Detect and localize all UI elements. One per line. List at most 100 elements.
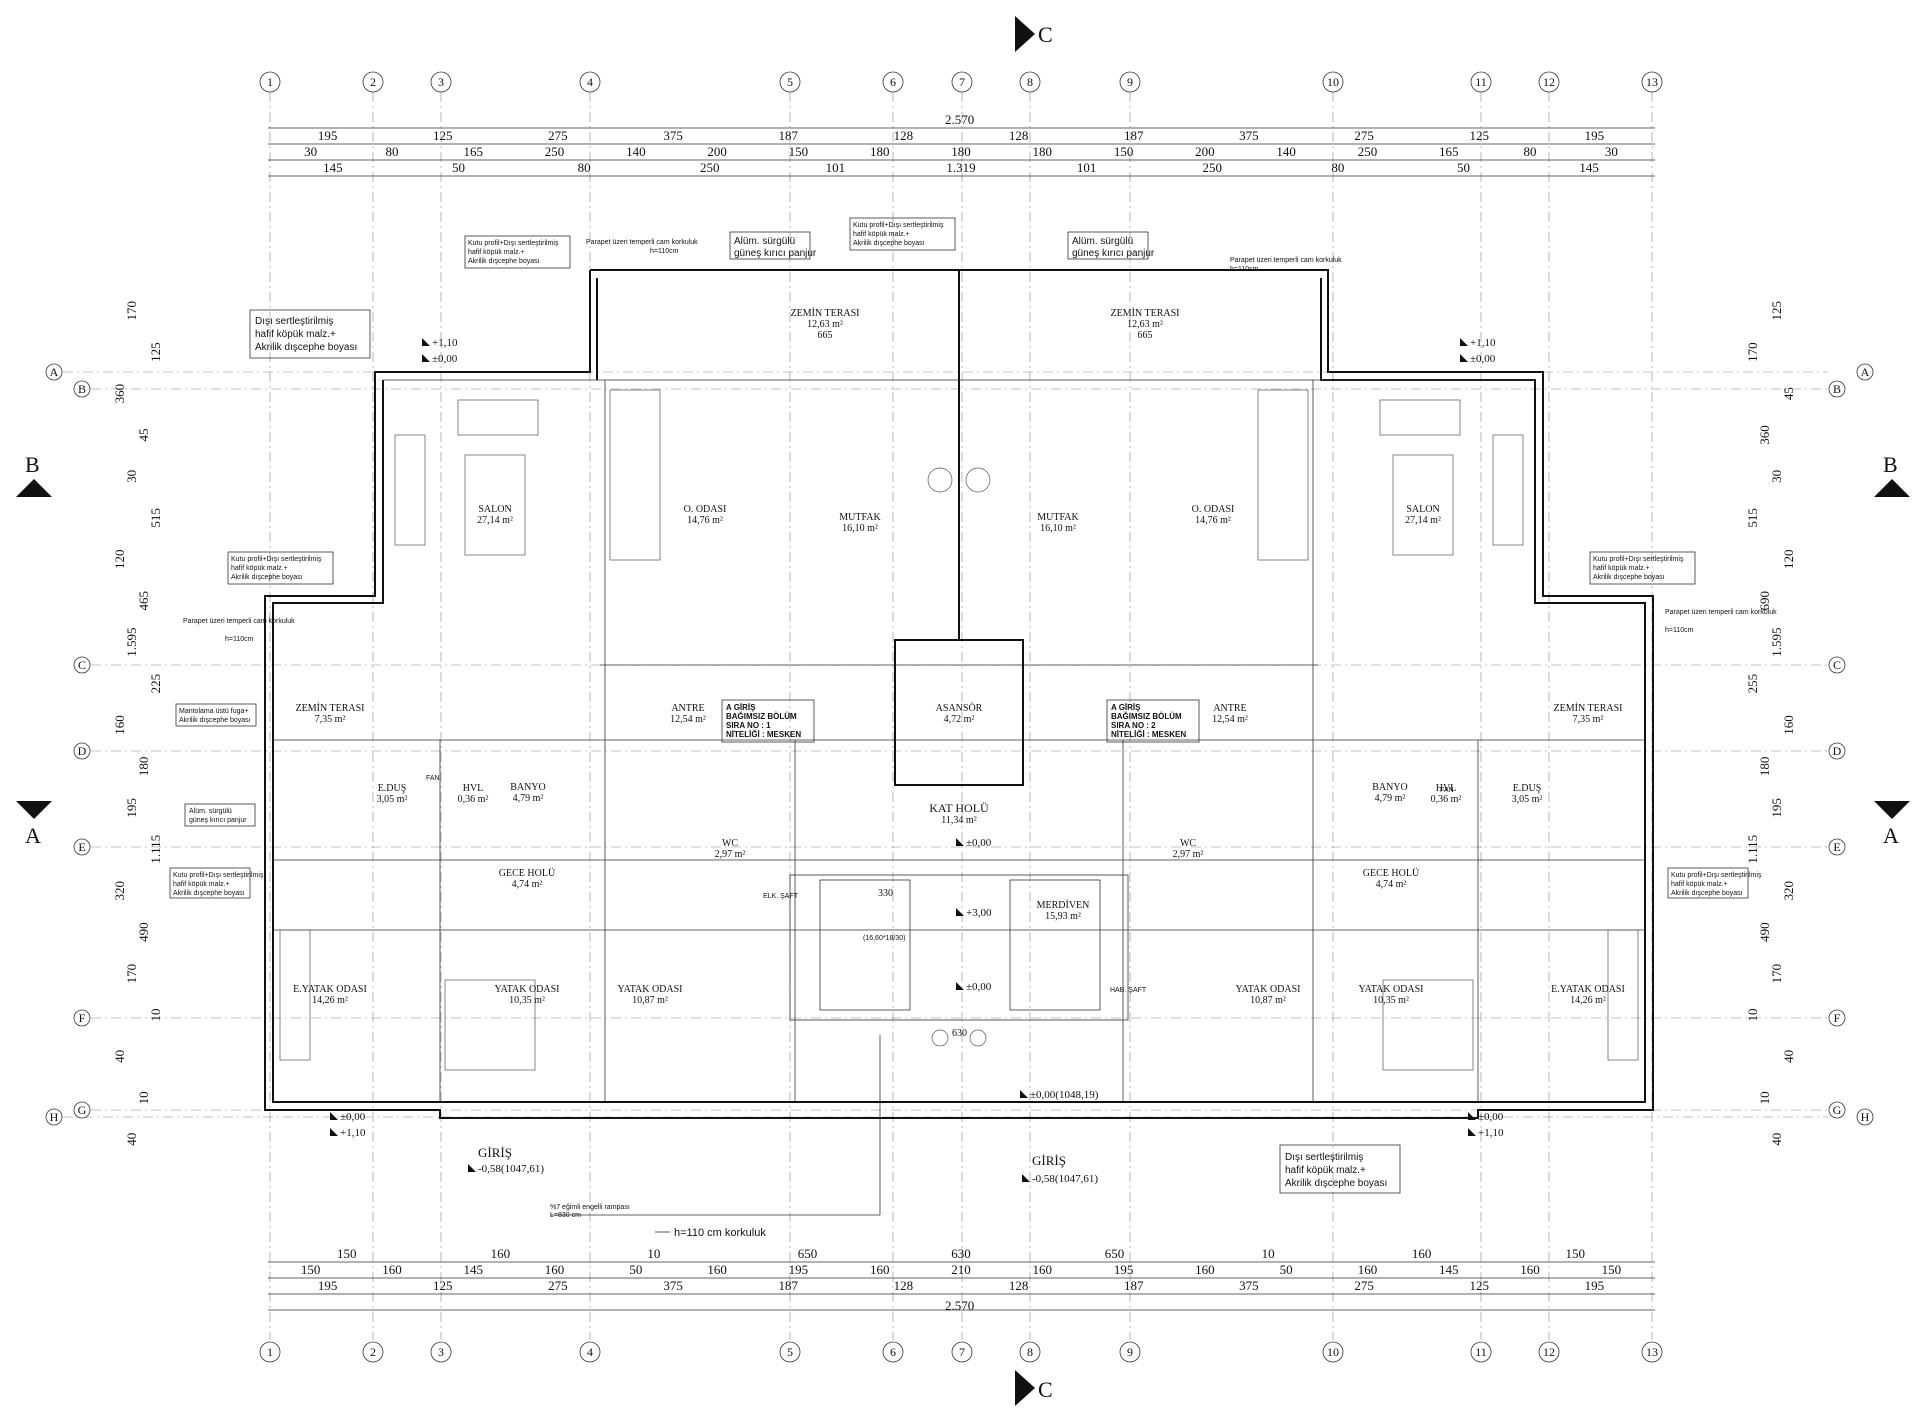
svg-text:630: 630 xyxy=(952,1028,967,1039)
axis-bubble-top-13 xyxy=(1641,71,1663,93)
level-label-1: +1,10 xyxy=(432,337,458,349)
svg-text:hafif köpük malz.+: hafif köpük malz.+ xyxy=(853,231,910,238)
section-marker-a-right xyxy=(1874,801,1910,819)
svg-text:Akrilik dışcephe boyası: Akrilik dışcephe boyası xyxy=(1671,890,1743,897)
dim-right-16: 170 xyxy=(1769,964,1784,984)
svg-text:SIRA NO : 1: SIRA NO : 1 xyxy=(726,721,771,730)
svg-text:A GİRİŞ: A GİRİŞ xyxy=(726,703,756,712)
axis-label-right-H: H xyxy=(1861,1110,1870,1124)
level-symbol-2 xyxy=(1460,354,1468,362)
svg-text:ELK. ŞAFT: ELK. ŞAFT xyxy=(763,893,799,900)
dim-top-r1-9: 275 xyxy=(1354,128,1374,143)
dim-top-r2-6: 150 xyxy=(789,144,809,159)
room-area-20: 2,97 m² xyxy=(715,849,746,860)
dim-top-r2-4: 140 xyxy=(626,144,646,159)
dim-bot-r1-4: 630 xyxy=(951,1246,971,1261)
dim-bot-r2-14: 145 xyxy=(1439,1262,1459,1277)
dim-top-r3-4: 101 xyxy=(826,160,846,175)
axis-label-top-11: 11 xyxy=(1475,75,1487,89)
dim-top-r2-5: 200 xyxy=(707,144,727,159)
svg-text:hafif köpük malz.+: hafif köpük malz.+ xyxy=(1671,881,1728,888)
axis-bubble-left-E xyxy=(73,838,91,856)
svg-text:Kutu profil+Dışı sertleştirilm: Kutu profil+Dışı sertleştirilmiş xyxy=(173,872,264,879)
dim-top-r1-2: 275 xyxy=(548,128,568,143)
dim-bot-r3-8: 375 xyxy=(1239,1278,1259,1293)
axis-label-right-C: C xyxy=(1833,658,1841,672)
axis-label-left-D: D xyxy=(78,744,87,758)
axis-bubble-top-5 xyxy=(779,71,801,93)
axis-bubble-right-G xyxy=(1828,1101,1846,1119)
section-marker-c-bottom xyxy=(1015,1370,1035,1406)
svg-text:Kutu profil+Dışı sertleştirilm: Kutu profil+Dışı sertleştirilmiş xyxy=(853,222,944,229)
dim-bot-r3-5: 128 xyxy=(894,1278,914,1293)
dim-bot-r2-3: 160 xyxy=(545,1262,565,1277)
axis-bubble-bottom-7 xyxy=(951,1341,973,1363)
svg-text:güneş kırıcı panjur: güneş kırıcı panjur xyxy=(1072,248,1155,259)
dim-top-r1-6: 128 xyxy=(1009,128,1029,143)
room-area-30: 14,26 m² xyxy=(1570,995,1606,1006)
room-name-19: KAT HOLÜ xyxy=(929,801,989,815)
level-symbol-9 xyxy=(1468,1112,1476,1120)
axis-label-right-F: F xyxy=(1834,1011,1841,1025)
svg-text:h=110cm: h=110cm xyxy=(650,248,679,255)
room-area-24: 15,93 m² xyxy=(1045,911,1081,922)
svg-text:hafif köpük malz.+: hafif köpük malz.+ xyxy=(231,565,288,572)
dim-right-3: 360 xyxy=(1757,425,1772,445)
room-dim-0: 665 xyxy=(818,330,833,341)
room-name-5: MUTFAK xyxy=(1037,512,1079,523)
dim-top-r2-1: 80 xyxy=(385,144,398,159)
room-area-15: 4,79 m² xyxy=(513,793,544,804)
level-label-9: ±0,00 xyxy=(1478,1111,1504,1123)
dim-bot-r1-8: 150 xyxy=(1565,1246,1585,1261)
svg-text:BAĞIMSIZ BÖLÜM: BAĞIMSIZ BÖLÜM xyxy=(726,712,797,721)
level-symbol-6 xyxy=(956,982,964,990)
dim-right-20: 40 xyxy=(1769,1133,1784,1146)
svg-text:HAB. ŞAFT: HAB. ŞAFT xyxy=(1110,987,1147,994)
dim-top-r1-0: 195 xyxy=(318,128,338,143)
dim-bot-r2-11: 160 xyxy=(1195,1262,1215,1277)
level-symbol-3 xyxy=(1460,338,1468,346)
dim-top-r3-5: 1.319 xyxy=(946,160,975,175)
level-label-2: ±0,00 xyxy=(1470,353,1496,365)
axis-bubble-right-C xyxy=(1828,656,1846,674)
svg-text:Kutu profil+Dışı sertleştirilm: Kutu profil+Dışı sertleştirilmiş xyxy=(1671,872,1762,879)
axis-label-right-D: D xyxy=(1833,744,1842,758)
axis-bubble-top-8 xyxy=(1019,71,1041,93)
room-name-9: ANTRE xyxy=(671,703,704,714)
axis-label-bottom-3: 3 xyxy=(438,1345,444,1359)
level-label-7: ±0,00 xyxy=(340,1111,366,1123)
room-area-17: 0,36 m² xyxy=(1431,794,1462,805)
level-symbol-1 xyxy=(422,338,430,346)
axis-bubble-top-9 xyxy=(1119,71,1141,93)
axis-label-left-E: E xyxy=(78,840,85,854)
room-name-21: WC xyxy=(1180,838,1196,849)
dim-bot-r3-7: 187 xyxy=(1124,1278,1144,1293)
room-name-4: MUTFAK xyxy=(839,512,881,523)
dim-top-r3-3: 250 xyxy=(700,160,720,175)
svg-text:Kutu profil+Dışı sertleştirilm: Kutu profil+Dışı sertleştirilmiş xyxy=(231,556,322,563)
svg-text:h=110cm: h=110cm xyxy=(1665,627,1694,634)
right-dimensions: 12517045360305151206901.5952551601801951… xyxy=(1745,301,1796,1146)
section-label-b-right: B xyxy=(1883,452,1898,477)
svg-text:güneş kırıcı panjur: güneş kırıcı panjur xyxy=(189,817,247,824)
svg-text:BAĞIMSIZ BÖLÜM: BAĞIMSIZ BÖLÜM xyxy=(1111,712,1182,721)
dim-right-10: 160 xyxy=(1781,715,1796,735)
room-area-22: 4,74 m² xyxy=(512,879,543,890)
level-symbol-13 xyxy=(1022,1174,1030,1182)
room-area-13: 3,05 m² xyxy=(377,794,408,805)
dim-left-12: 195 xyxy=(124,798,139,818)
room-name-0: ZEMİN TERASI xyxy=(791,307,860,319)
dim-top-r2-13: 250 xyxy=(1358,144,1378,159)
svg-text:h=110cm: h=110cm xyxy=(1230,266,1259,273)
axis-label-top-9: 9 xyxy=(1127,75,1133,89)
dim-right-13: 1.115 xyxy=(1745,835,1760,864)
dim-top-r3-10: 145 xyxy=(1579,160,1599,175)
dim-top-r2-11: 200 xyxy=(1195,144,1215,159)
axis-label-left-F: F xyxy=(79,1011,86,1025)
axis-label-top-1: 1 xyxy=(267,75,273,89)
dim-top-r1-8: 375 xyxy=(1239,128,1259,143)
axis-bubble-right-E xyxy=(1828,838,1846,856)
level-label-0: ±0,00 xyxy=(432,353,458,365)
